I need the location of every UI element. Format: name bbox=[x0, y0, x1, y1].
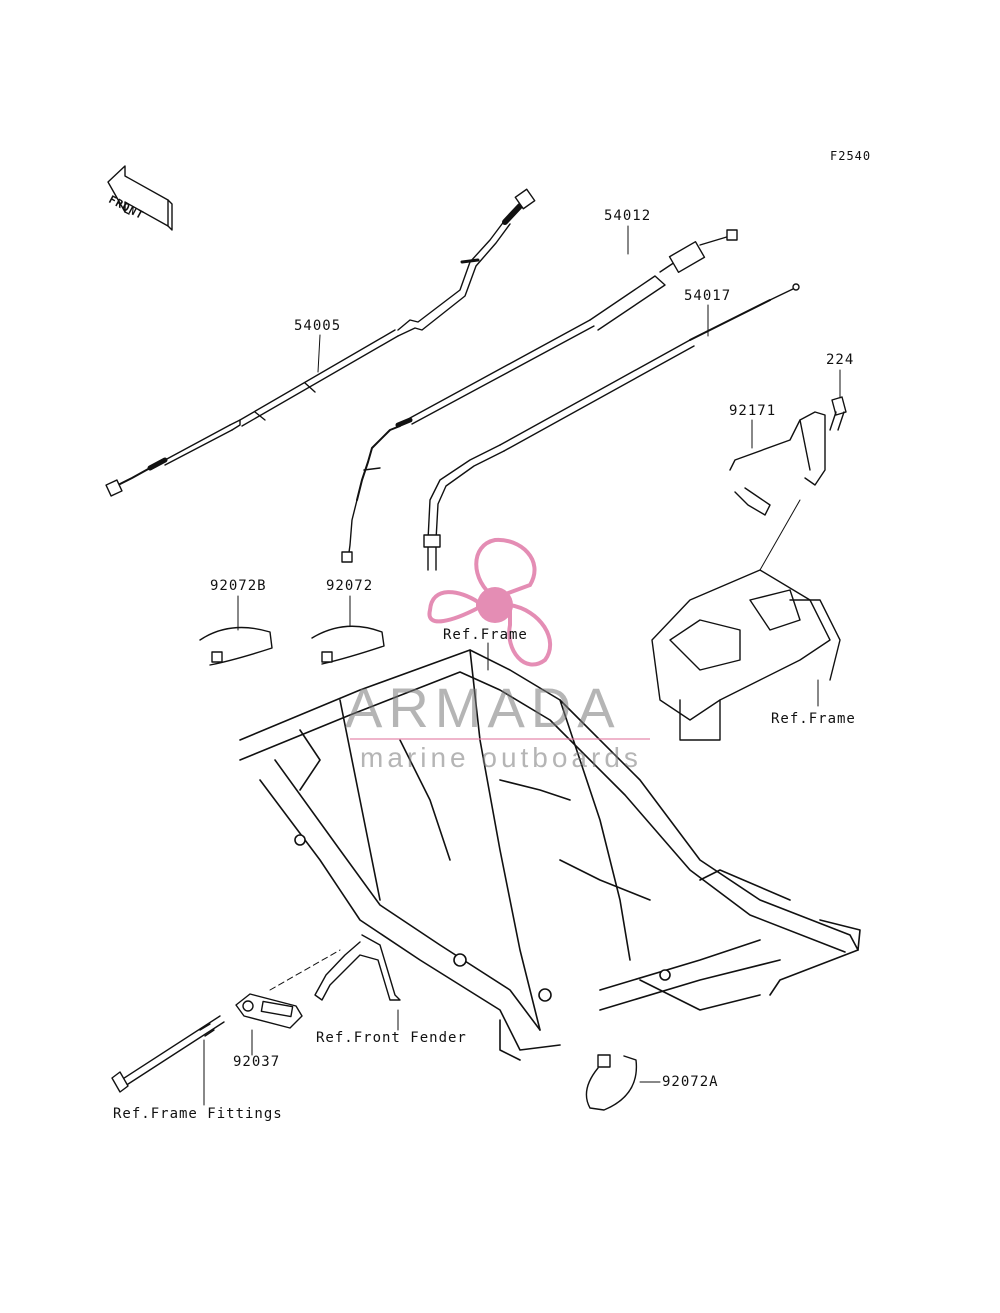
cable-54017 bbox=[423, 283, 800, 571]
part-label-54012[interactable]: 54012 bbox=[604, 208, 652, 224]
plate-92037 bbox=[235, 993, 303, 1029]
part-label-92037[interactable]: 92037 bbox=[233, 1054, 281, 1070]
part-label-92171[interactable]: 92171 bbox=[729, 403, 777, 419]
ref-frame-right[interactable]: Ref.Frame bbox=[771, 711, 856, 727]
bolt-224 bbox=[829, 396, 847, 431]
tie-92072B bbox=[199, 626, 273, 666]
part-label-54017[interactable]: 54017 bbox=[684, 288, 732, 304]
ref-frame-fittings[interactable]: Ref.Frame Fittings bbox=[113, 1106, 283, 1122]
watermark-brand: ARMADA bbox=[345, 676, 621, 739]
watermark-tagline: marine outboards bbox=[360, 742, 642, 773]
cable-54005 bbox=[105, 188, 536, 497]
watermark-logo bbox=[427, 537, 552, 667]
part-label-92072B[interactable]: 92072B bbox=[210, 578, 267, 594]
tie-92072A bbox=[585, 1054, 638, 1111]
watermark-divider bbox=[350, 738, 650, 740]
long-bolt bbox=[111, 1015, 225, 1093]
figure-code: F2540 bbox=[830, 149, 872, 163]
leader-lines bbox=[203, 225, 841, 1106]
part-label-92072[interactable]: 92072 bbox=[326, 578, 374, 594]
front-arrow-icon bbox=[107, 165, 173, 231]
part-label-92072A[interactable]: 92072A bbox=[662, 1074, 719, 1090]
part-label-54005[interactable]: 54005 bbox=[294, 318, 342, 334]
frame-head-right bbox=[651, 569, 841, 741]
ref-frame-center[interactable]: Ref.Frame bbox=[443, 627, 528, 643]
tie-92072 bbox=[311, 625, 385, 665]
bracket-92171 bbox=[729, 411, 826, 516]
fender-bracket bbox=[314, 934, 401, 1001]
part-label-224[interactable]: 224 bbox=[826, 352, 855, 368]
main-frame bbox=[239, 649, 861, 1061]
cable-54012 bbox=[341, 229, 738, 563]
ref-front-fender[interactable]: Ref.Front Fender bbox=[316, 1030, 467, 1046]
